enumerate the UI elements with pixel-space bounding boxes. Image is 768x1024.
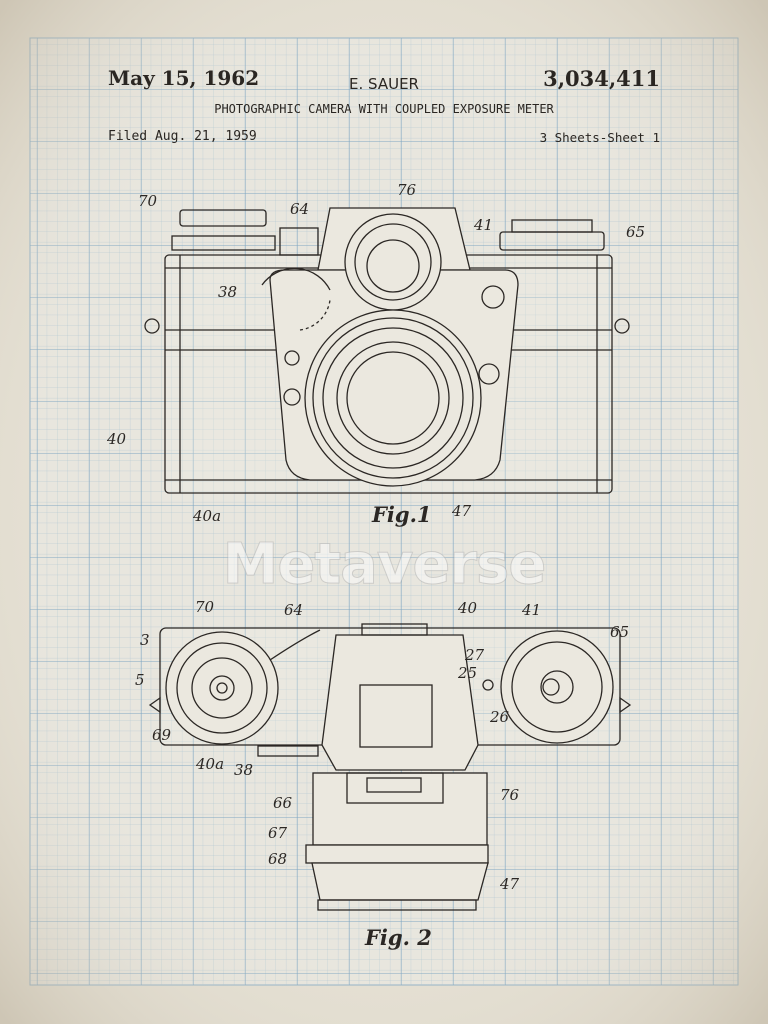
ref-label: 38 — [234, 761, 253, 779]
ref-label: 40 — [106, 430, 127, 448]
ref-label: 40a — [192, 507, 221, 525]
ref-label: 41 — [473, 216, 493, 234]
figure-1-camera-front: Fig.1 — [144, 207, 630, 527]
figure-2-reference-numerals: 70 64 40 41 65 3 5 27 25 26 69 40a 38 66… — [135, 598, 629, 893]
patent-number: 3,034,411 — [543, 66, 660, 91]
ref-label: 27 — [464, 646, 485, 664]
ref-label: 38 — [218, 283, 237, 301]
figure-1-caption: Fig.1 — [371, 502, 432, 527]
ref-label: 76 — [397, 181, 417, 199]
ref-label: 69 — [152, 726, 172, 744]
ref-label: 47 — [451, 502, 472, 520]
figure-2-caption: Fig. 2 — [364, 925, 432, 950]
ref-label: 3 — [140, 631, 150, 649]
ref-label: 70 — [138, 192, 158, 210]
ref-label: 67 — [268, 824, 288, 842]
patent-date: May 15, 1962 — [108, 66, 260, 90]
watermark: Metaverse — [222, 532, 547, 598]
ref-label: 41 — [521, 601, 541, 619]
ref-label: 40 — [457, 599, 478, 617]
ref-label: 66 — [273, 794, 293, 812]
figure-1-reference-numerals: 70 64 76 41 65 38 40 40a 47 — [106, 181, 645, 525]
ref-label: 76 — [500, 786, 520, 804]
inventor-name: E. SAUER — [349, 75, 419, 93]
ref-label: 25 — [457, 664, 477, 682]
ref-label: 65 — [626, 223, 645, 241]
ref-label: 70 — [195, 598, 215, 616]
ref-label: 26 — [489, 708, 510, 726]
ref-label: 5 — [135, 671, 145, 689]
ref-label: 64 — [284, 601, 303, 619]
ref-label: 68 — [268, 850, 287, 868]
filed-date: Filed Aug. 21, 1959 — [108, 129, 257, 144]
figure-2-camera-top: Fig. 2 — [148, 623, 632, 950]
sheet-count: 3 Sheets-Sheet 1 — [539, 130, 660, 145]
patent-title: PHOTOGRAPHIC CAMERA WITH COUPLED EXPOSUR… — [214, 102, 554, 116]
ref-label: 40a — [195, 755, 224, 773]
ref-label: 64 — [290, 200, 309, 218]
ref-label: 47 — [499, 875, 520, 893]
ref-label: 65 — [610, 623, 629, 641]
